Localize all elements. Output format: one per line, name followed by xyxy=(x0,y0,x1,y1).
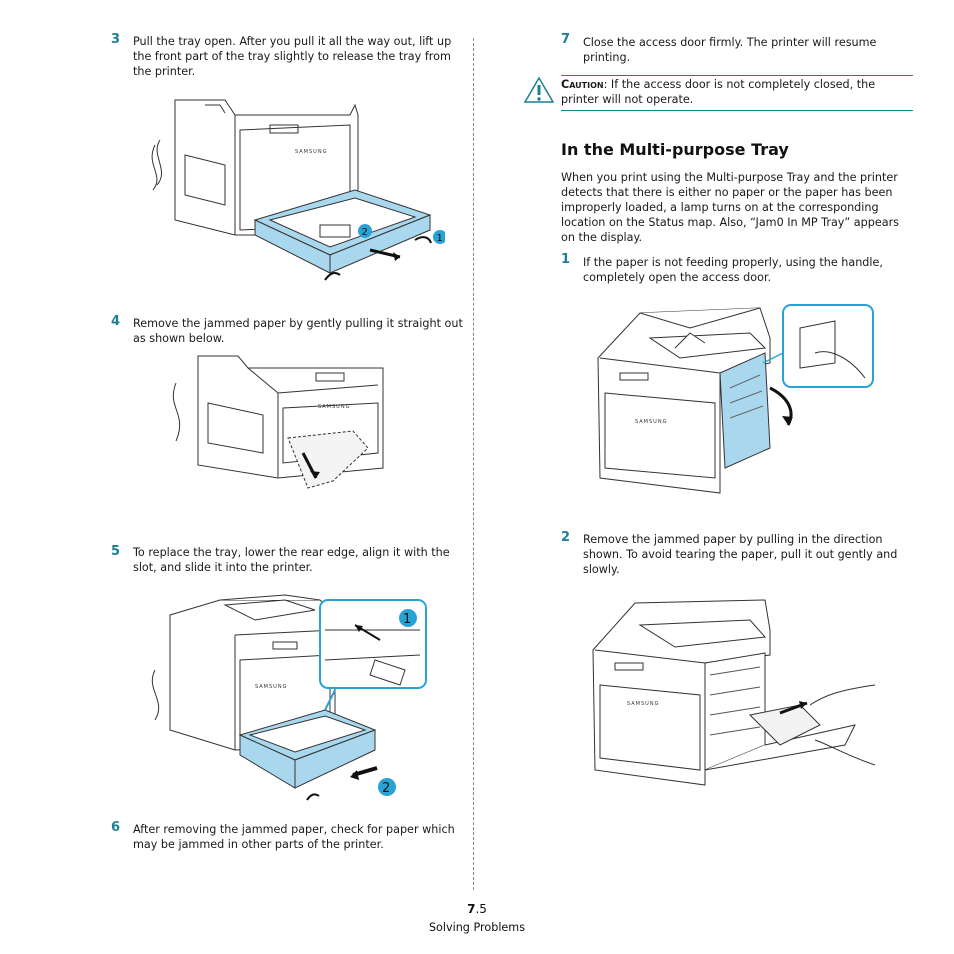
step-1-number: 1 xyxy=(561,252,571,267)
page-number: 7.5 xyxy=(0,902,954,916)
step-2-text: Remove the jammed paper by pulling in th… xyxy=(583,533,898,576)
figure-brand-label-3: SAMSUNG xyxy=(255,684,287,690)
step-7-text: Close the access door firmly. The printe… xyxy=(583,36,877,64)
section-title: In the Multi-purpose Tray xyxy=(561,140,789,159)
step-3-number: 3 xyxy=(111,32,121,47)
caution-top-rule xyxy=(561,75,913,76)
section-intro: When you print using the Multi-purpose T… xyxy=(561,171,899,244)
figure-callout-1: 1 xyxy=(437,233,443,244)
chapter-number: 7 xyxy=(467,902,476,916)
figure-open-access-door: SAMSUNG xyxy=(597,304,874,494)
step-5-number: 5 xyxy=(111,544,121,559)
figure-brand-label-4: SAMSUNG xyxy=(635,419,667,425)
figure-tray-pull: SAMSUNG 2 1 xyxy=(151,99,445,281)
figure-brand-label-2: SAMSUNG xyxy=(318,404,350,410)
footer-title: Solving Problems xyxy=(428,921,526,934)
step-3-text: Pull the tray open. After you pull it al… xyxy=(133,35,452,78)
step-7-number: 7 xyxy=(561,32,571,47)
warning-icon xyxy=(523,76,555,103)
step-2-number: 2 xyxy=(561,530,571,545)
figure-replace-tray: SAMSUNG 2 1 xyxy=(151,594,427,801)
figure-callout-2: 2 xyxy=(362,227,368,238)
caution-note: Caution: If the access door is not compl… xyxy=(561,77,913,107)
caution-text: : If the access door is not completely c… xyxy=(561,78,876,106)
step-4-number: 4 xyxy=(111,314,121,329)
figure-brand-label: SAMSUNG xyxy=(295,149,327,155)
caution-bottom-rule xyxy=(561,110,913,111)
step-5-text: To replace the tray, lower the rear edge… xyxy=(133,546,450,574)
figure-pull-jammed-paper: SAMSUNG xyxy=(592,599,876,786)
step-6-text: After removing the jammed paper, check f… xyxy=(133,823,455,851)
step-1-text: If the paper is not feeding properly, us… xyxy=(583,256,883,284)
column-divider xyxy=(473,38,474,890)
caution-label: Caution xyxy=(561,78,604,91)
figure-callout-1b: 1 xyxy=(403,612,411,627)
step-4-text: Remove the jammed paper by gently pullin… xyxy=(133,317,463,345)
figure-callout-2b: 2 xyxy=(382,781,390,796)
figure-brand-label-5: SAMSUNG xyxy=(627,701,659,707)
step-6-number: 6 xyxy=(111,820,121,835)
page-suffix: .5 xyxy=(475,902,487,916)
figure-remove-jammed-paper: SAMSUNG xyxy=(172,355,384,489)
